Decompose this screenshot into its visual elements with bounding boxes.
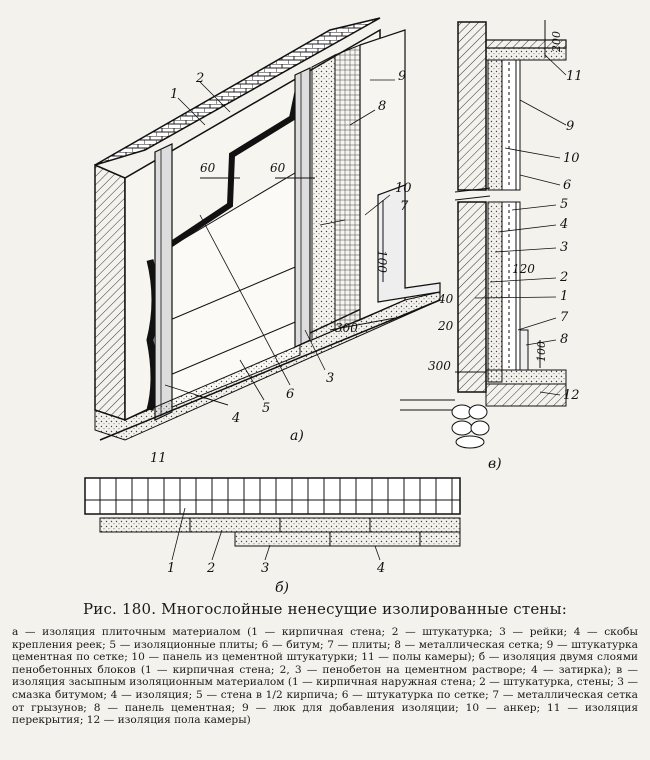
view-v-dim-120: 120 (512, 262, 535, 276)
view-a-callout-10: 10 (395, 181, 412, 196)
view-v-callout-5: 5 (560, 197, 568, 212)
view-a-callout-3: 3 (326, 371, 334, 386)
view-v-drawing (400, 20, 567, 449)
view-v-callout-6: 6 (563, 178, 571, 193)
view-b-label: б) (275, 580, 289, 596)
view-a-callout-1: 1 (170, 87, 178, 102)
view-a-dim-100: 100 (375, 250, 389, 273)
view-a-callout-9: 9 (398, 69, 406, 84)
view-v-dim-20: 20 (437, 319, 454, 333)
view-b-callout-2: 2 (206, 561, 215, 576)
figure-caption: Рис. 180. Многослойные ненесущие изолиро… (82, 600, 568, 618)
view-v-callout-1: 1 (560, 289, 568, 304)
view-a-dim-300: 300 (335, 321, 358, 335)
view-a-callout-6: 6 (286, 387, 294, 402)
view-a-callout-8: 8 (378, 99, 386, 114)
view-v-dim-300: 300 (428, 359, 451, 373)
view-v-callout-4: 4 (559, 217, 568, 232)
view-v-dim-100: 100 (535, 341, 548, 362)
view-v-dim-40: 40 (437, 292, 454, 306)
view-v-label: в) (488, 456, 502, 472)
technical-drawing: 1 2 3 4 5 6 7 8 9 10 11 60 60 100 300 а) (84, 17, 583, 596)
view-v-callout-11: 11 (566, 69, 583, 84)
view-a-callout-7: 7 (400, 199, 409, 214)
view-a-dim-60-right: 60 (270, 161, 286, 175)
view-a-callout-5: 5 (262, 401, 270, 416)
view-v-callout-3: 3 (560, 240, 568, 255)
view-v-callout-9: 9 (566, 119, 574, 134)
view-b-drawing (84, 477, 461, 561)
view-a-callout-11: 11 (150, 451, 167, 466)
view-a-drawing (94, 17, 441, 441)
view-a-dim-60-left: 60 (200, 161, 216, 175)
view-v-dim-200: 200 (550, 31, 563, 53)
view-b-callout-4: 4 (376, 561, 385, 576)
view-v-callout-7: 7 (560, 310, 569, 325)
view-v-callout-2: 2 (559, 270, 568, 285)
view-b-callout-3: 3 (261, 561, 269, 576)
view-a-label: а) (290, 428, 304, 444)
figure-legend: а — изоляция плиточным материалом (1 — к… (12, 626, 638, 727)
view-a-callout-4: 4 (231, 411, 240, 426)
view-b-callout-1: 1 (167, 561, 175, 576)
view-v-callout-10: 10 (563, 151, 580, 166)
view-v-callout-12: 12 (563, 388, 580, 403)
view-a-callout-2: 2 (195, 71, 204, 86)
view-v-callout-8: 8 (560, 332, 568, 347)
